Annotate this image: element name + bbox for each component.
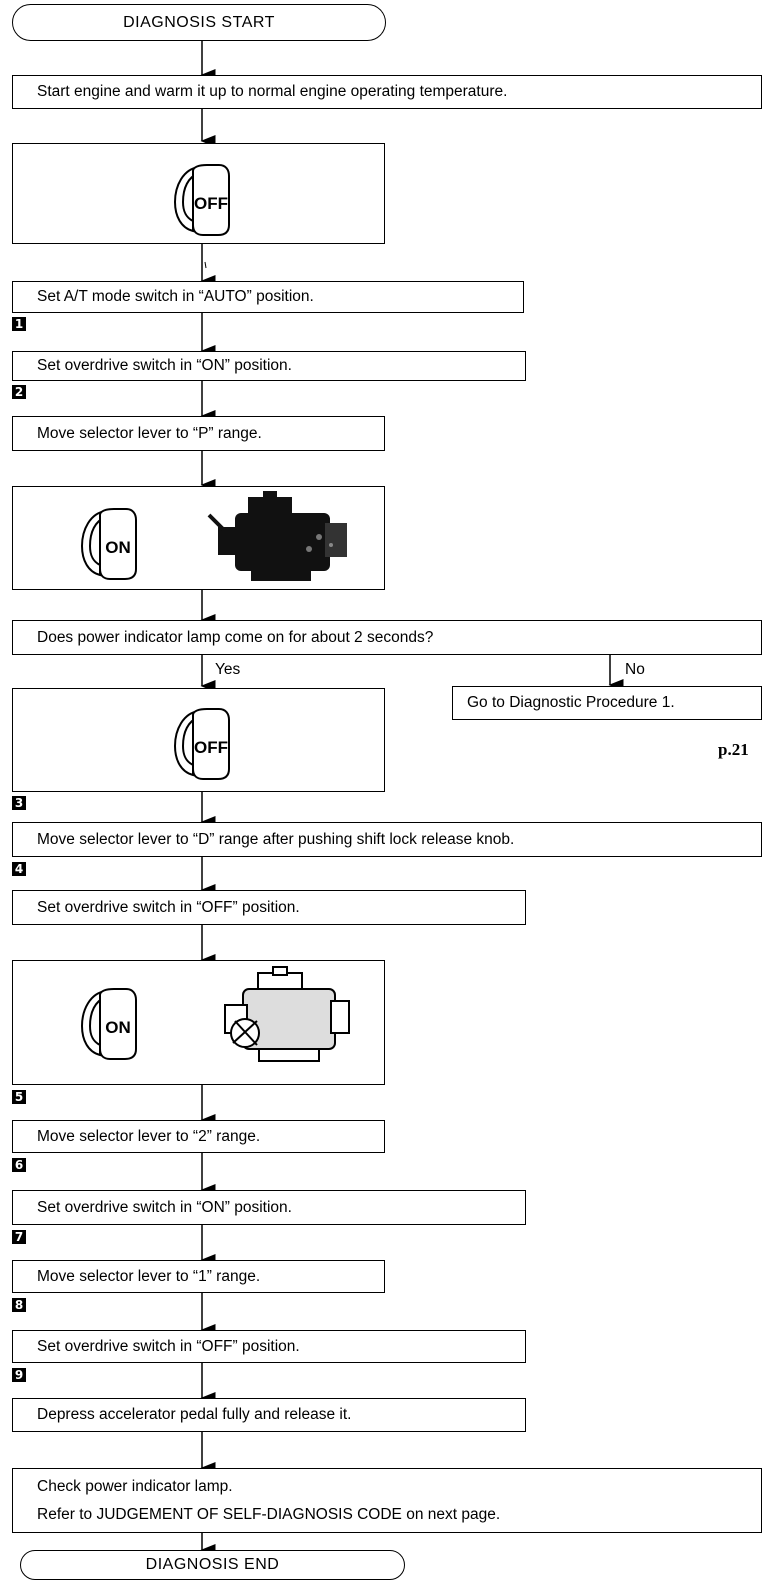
key-on-engine-icon: ON [80, 491, 347, 581]
warm-up-text: Start engine and warm it up to normal en… [37, 83, 508, 100]
key-off-icon: OFF [173, 164, 230, 236]
overdrive-off-step-2: Set overdrive switch in “OFF” position. [12, 1330, 526, 1363]
overdrive-off-step-1: Set overdrive switch in “OFF” position. [12, 890, 526, 925]
lever-p-step: Move selector lever to “P” range. [12, 416, 385, 451]
svg-text:OFF: OFF [194, 194, 228, 213]
svg-text:ON: ON [105, 1018, 131, 1037]
step-number-1: 1 [12, 317, 26, 331]
mode-auto-step: Set A/T mode switch in “AUTO” position. [12, 281, 524, 313]
lever-d-text: Move selector lever to “D” range after p… [37, 830, 515, 848]
key-off-icon-2: OFF [173, 708, 230, 780]
pedal-text: Depress accelerator pedal fully and rele… [37, 1406, 352, 1423]
ignition-off-illustration: OFF [12, 143, 385, 244]
page-reference: p.21 [718, 740, 749, 759]
no-action-box: Go to Diagnostic Procedure 1. [452, 686, 762, 720]
overdrive-on-text-1: Set overdrive switch in “ON” position. [37, 357, 292, 374]
lever-2-step: Move selector lever to “2” range. [12, 1120, 385, 1153]
no-label: No [625, 661, 645, 678]
lever-d-step: Move selector lever to “D” range after p… [12, 822, 762, 857]
svg-text:ON: ON [105, 538, 131, 557]
lamp-question: Does power indicator lamp come on for ab… [12, 620, 762, 655]
step-number-7: 7 [12, 1230, 26, 1244]
lever-1-step: Move selector lever to “1” range. [12, 1260, 385, 1293]
step-number-8: 8 [12, 1298, 26, 1312]
lever-p-text: Move selector lever to “P” range. [37, 424, 262, 442]
step-number-5: 5 [12, 1090, 26, 1104]
step-number-4: 4 [12, 862, 26, 876]
check-lamp-line-1: Check power indicator lamp. [37, 1477, 233, 1495]
ignition-on-engine-illustration-2: ON [12, 960, 385, 1085]
diagnosis-end-terminal: DIAGNOSIS END [20, 1550, 405, 1580]
step-number-3: 3 [12, 796, 26, 810]
no-action-text: Go to Diagnostic Procedure 1. [467, 694, 675, 711]
step-number-9: 9 [12, 1368, 26, 1382]
overdrive-on-text-2: Set overdrive switch in “ON” position. [37, 1198, 292, 1216]
lever-1-text: Move selector lever to “1” range. [37, 1267, 261, 1285]
end-label: DIAGNOSIS END [145, 1556, 280, 1573]
warm-up-step: Start engine and warm it up to normal en… [12, 75, 762, 109]
start-label: DIAGNOSIS START [123, 13, 275, 31]
step-number-6: 6 [12, 1158, 26, 1172]
overdrive-off-text-2: Set overdrive switch in “OFF” position. [37, 1337, 300, 1355]
engine-running-icon [207, 491, 347, 581]
overdrive-off-text-1: Set overdrive switch in “OFF” position. [37, 898, 300, 916]
yes-label: Yes [215, 661, 241, 678]
key-on-engine-icon-2: ON [80, 966, 350, 1062]
check-lamp-line-2: Refer to JUDGEMENT OF SELF-DIAGNOSIS COD… [37, 1505, 501, 1523]
lamp-question-text: Does power indicator lamp come on for ab… [37, 628, 434, 646]
diagnosis-start-terminal: DIAGNOSIS START [12, 4, 386, 41]
lever-2-text: Move selector lever to “2” range. [37, 1127, 261, 1145]
overdrive-on-step-2: Set overdrive switch in “ON” position. [12, 1190, 526, 1225]
ignition-on-engine-illustration: ON [12, 486, 385, 590]
pedal-step: Depress accelerator pedal fully and rele… [12, 1398, 526, 1432]
svg-text:OFF: OFF [194, 738, 228, 757]
check-lamp-step: Check power indicator lamp. Refer to JUD… [12, 1468, 762, 1533]
ignition-off-illustration-2: OFF [12, 688, 385, 792]
engine-stopped-icon [224, 966, 350, 1062]
mode-auto-text: Set A/T mode switch in “AUTO” position. [37, 288, 314, 305]
overdrive-on-step-1: Set overdrive switch in “ON” position. [12, 351, 526, 381]
step-number-2: 2 [12, 385, 26, 399]
